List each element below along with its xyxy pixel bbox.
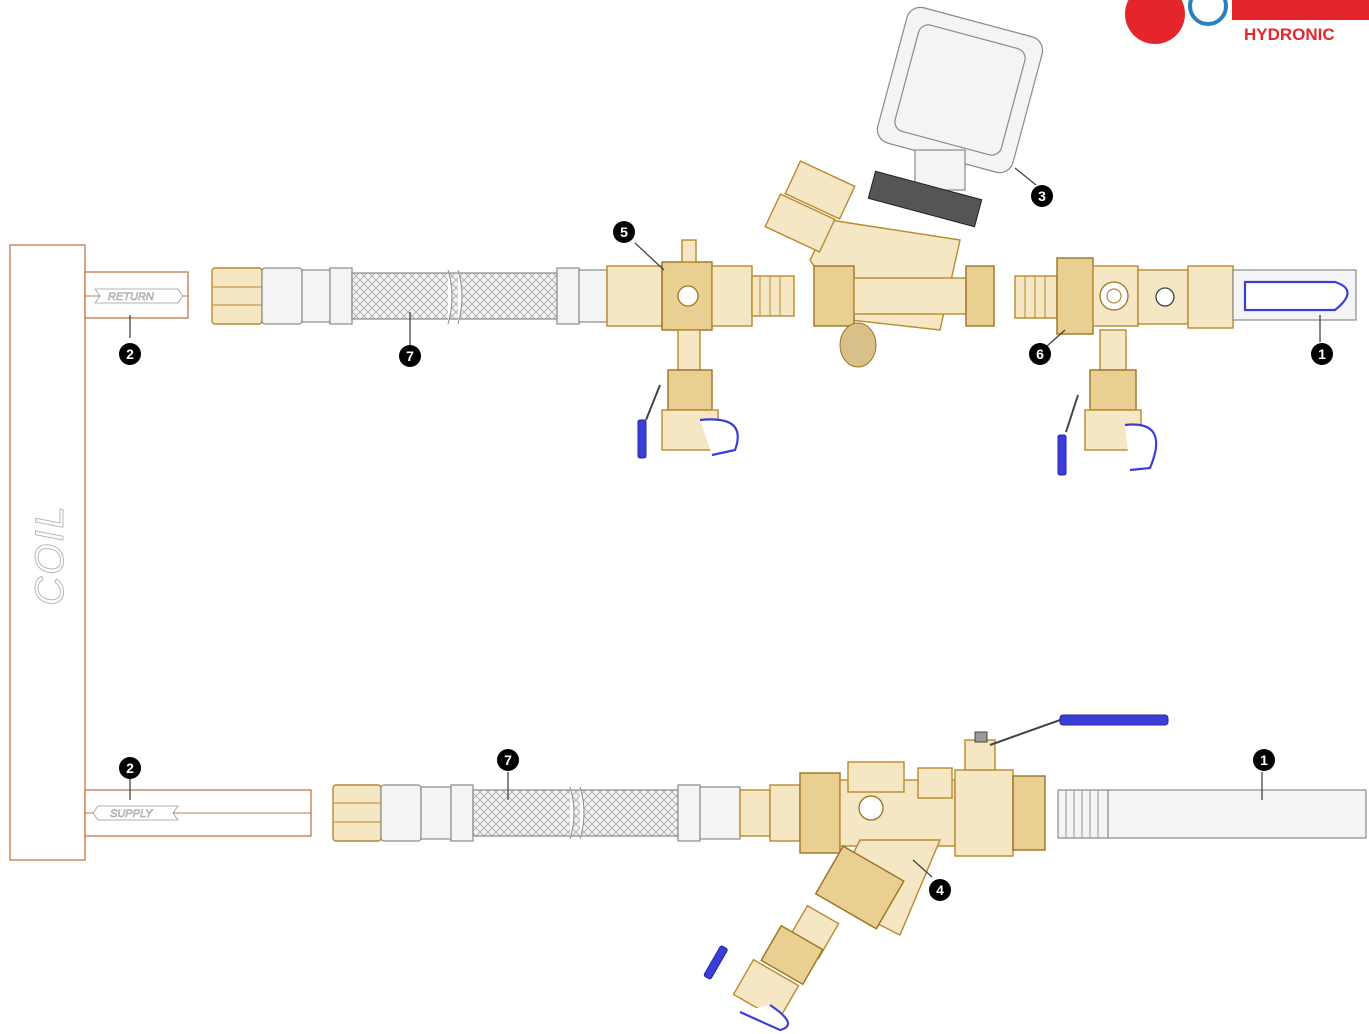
brand-logo-text: HYDRONIC (1244, 25, 1335, 44)
callout-badge-7-supply: 7 (497, 749, 519, 771)
coil-block: COIL (9, 244, 86, 861)
return-pipe: RETURN (84, 271, 189, 319)
svg-text:7: 7 (406, 348, 414, 364)
callout-badge-5: 5 (613, 221, 635, 243)
supply-outlet-pipe (1057, 789, 1367, 839)
callout-badge-4: 4 (929, 879, 951, 901)
svg-text:2: 2 (126, 346, 134, 362)
svg-text:6: 6 (1036, 346, 1044, 362)
svg-text:2: 2 (126, 760, 134, 776)
flex-hose-return (211, 267, 608, 325)
svg-text:5: 5 (620, 224, 628, 240)
svg-text:4: 4 (936, 882, 944, 898)
valve-6-assembly (1014, 257, 1357, 476)
callout-badge-2-return: 2 (119, 343, 141, 365)
svg-text:3: 3 (1038, 188, 1046, 204)
coil-label: COIL (28, 504, 72, 605)
flex-hose-supply (332, 784, 741, 842)
callout-badge-3: 3 (1031, 185, 1053, 207)
strainer-valve-4 (703, 714, 1169, 1032)
svg-text:1: 1 (1260, 752, 1268, 768)
callout-badge-6: 6 (1029, 343, 1051, 365)
svg-text:7: 7 (504, 752, 512, 768)
leader-lines (129, 167, 1321, 878)
supply-pipe: SUPPLY (84, 789, 312, 837)
brand-logo: HYDRONIC (1125, 0, 1369, 44)
valve-5-assembly (606, 239, 795, 459)
return-label: RETURN (108, 291, 154, 303)
callout-badge-1-return: 1 (1311, 343, 1333, 365)
callout-badge-7-return: 7 (399, 345, 421, 367)
callout-badge-2-supply: 2 (119, 757, 141, 779)
callout-badge-1-supply: 1 (1253, 749, 1275, 771)
supply-label: SUPPLY (110, 808, 153, 820)
svg-text:1: 1 (1318, 346, 1326, 362)
actuator-valve-3 (764, 6, 1044, 368)
